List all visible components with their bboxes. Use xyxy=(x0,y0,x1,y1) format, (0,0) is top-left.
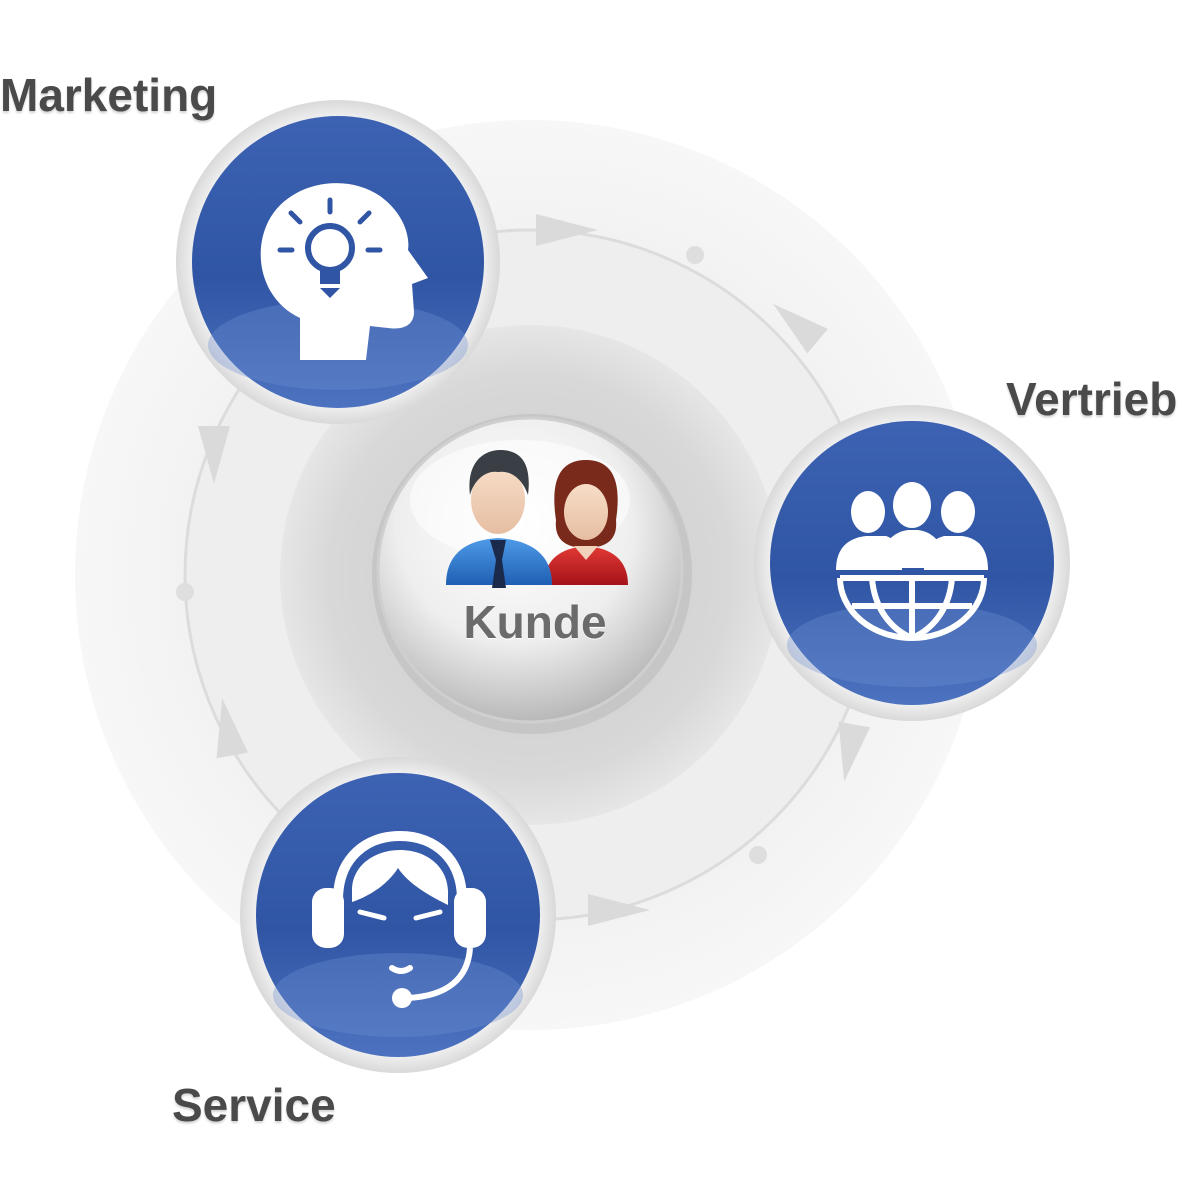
arrow-right-icon xyxy=(536,214,598,246)
node-gloss xyxy=(787,603,1037,687)
node-service xyxy=(240,757,556,1073)
track-dot xyxy=(749,846,767,864)
arrow-down-left-icon xyxy=(773,303,828,354)
label-service: Service xyxy=(172,1079,336,1131)
center-kunde xyxy=(372,414,692,734)
node-vertrieb xyxy=(754,405,1070,721)
flow-arrows xyxy=(198,214,871,926)
label-marketing: Marketing xyxy=(0,69,218,121)
arrow-down-icon xyxy=(838,721,871,782)
node-disc xyxy=(256,773,540,1057)
headset-agent-icon xyxy=(312,830,486,1008)
center-label-kunde: Kunde xyxy=(463,596,607,648)
label-vertrieb: Vertrieb xyxy=(1006,373,1178,425)
arrow-right-icon xyxy=(588,894,650,926)
track-dot xyxy=(686,246,704,264)
head-lightbulb-icon xyxy=(260,183,428,360)
arrow-down-icon xyxy=(198,426,230,484)
customers-icon xyxy=(446,450,628,588)
team-globe-icon xyxy=(836,482,988,641)
track-dot xyxy=(176,583,194,601)
arrow-up-icon xyxy=(216,698,249,759)
node-marketing xyxy=(176,100,500,424)
